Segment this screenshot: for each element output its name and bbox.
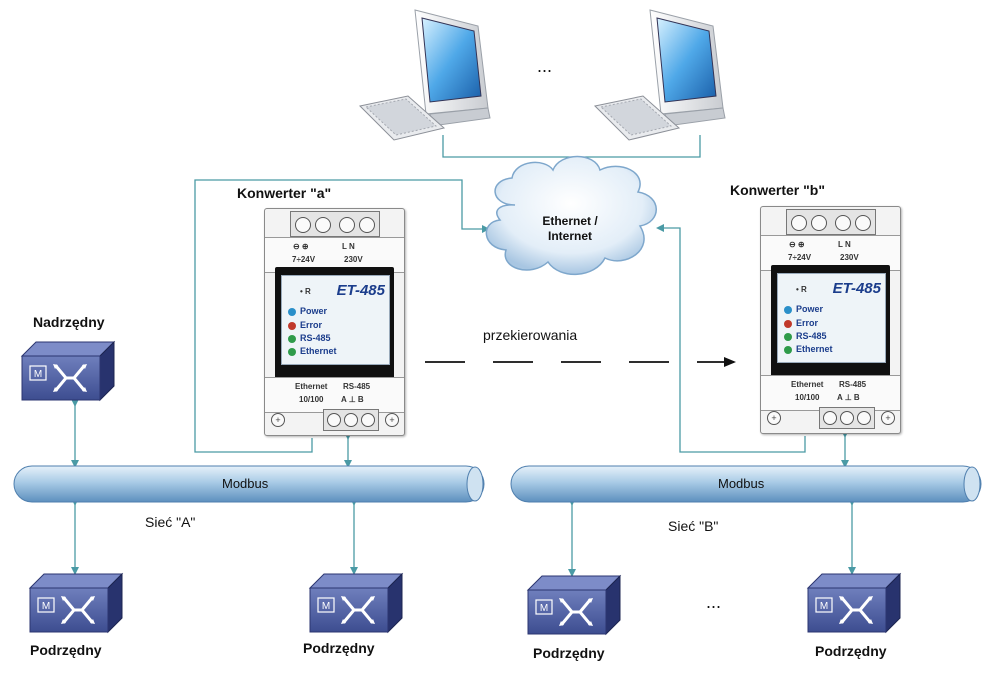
led-label: Ethernet [796,344,833,354]
screw-icon: + [271,413,285,427]
screw-icon: + [385,413,399,427]
slave-switch-icon: M [308,572,404,634]
top-terminal [786,209,876,235]
pc-link-left [442,135,572,158]
bottom-label-band: Ethernet 10/100 RS-485 A ⊥ B [265,377,404,413]
led-label: Error [796,318,819,328]
cloud-label: Ethernet / Internet [520,214,620,244]
converter-b-device: ⊖ ⊕ 7÷24V L N 230V • R ET-485 Power Erro… [760,206,901,434]
ln-label: L N [838,240,851,249]
slave-label: Podrzędny [30,642,102,658]
led-label: Power [300,306,328,316]
front-panel: • R ET-485 Power Error RS-485 Ethernet [771,265,890,377]
screw-icon: + [767,411,781,425]
conv-a-eth-link [194,179,490,453]
slave-label: Podrzędny [303,640,375,656]
pc-link-right [572,135,701,158]
rs-pins-label: A ⊥ B [341,395,364,404]
svg-text:M: M [322,601,330,612]
panel-screen: • R ET-485 Power Error RS-485 Ethernet [777,273,886,363]
screw-icon: + [881,411,895,425]
eth-label: Ethernet [791,380,824,389]
volt-label: 7÷24V [788,253,812,262]
top-terminal [290,211,380,237]
pol-label: ⊖ ⊕ [293,242,309,251]
converter-a-device: ⊖ ⊕ 7÷24V L N 230V • R ET-485 Power Erro… [264,208,405,436]
bottom-terminal [819,407,875,429]
rs-label: RS-485 [343,382,371,391]
eth-speed-label: 10/100 [299,395,324,404]
brand-label: ET-485 [336,282,385,299]
ac-volt-label: 230V [344,255,363,264]
bus-a-label: Modbus [222,476,269,491]
bus-b-pipe [510,465,982,503]
pol-label: ⊖ ⊕ [789,240,805,249]
slave-label: Podrzędny [815,643,887,659]
svg-text:M: M [820,601,828,612]
slave-switch-icon: M [806,572,902,634]
slave-label: Podrzędny [533,645,605,661]
redirect-label: przekierowania [483,327,578,343]
connector-lines [71,135,856,577]
led-label: RS-485 [300,333,331,343]
ac-volt-label: 230V [840,253,859,262]
computer-icon [358,9,491,141]
rs-pins-label: A ⊥ B [837,393,860,402]
master-switch-icon: M [20,340,116,402]
slave-switch-icon: M [28,572,124,634]
led-label: Power [796,304,824,314]
svg-text:M: M [42,601,50,612]
slaves-ellipsis: ... [706,592,722,612]
ethernet-led-icon [288,348,296,356]
converter-b-title: Konwerter "b" [730,182,825,198]
led-label: Ethernet [300,346,337,356]
bottom-terminal [323,409,379,431]
reset-label: • R [300,287,311,296]
rs485-led-icon [784,333,792,341]
cloud-line-2: Internet [547,229,592,243]
power-led-icon [784,306,792,314]
error-led-icon [784,320,792,328]
network-b-label: Sieć "B" [668,518,719,534]
cloud-icon [485,155,657,276]
volt-label: 7÷24V [292,255,316,264]
brand-label: ET-485 [832,280,881,297]
power-led-icon [288,308,296,316]
reset-label: • R [796,285,807,294]
computers-ellipsis: ... [537,56,553,76]
eth-label: Ethernet [295,382,328,391]
rs485-led-icon [288,335,296,343]
error-led-icon [288,322,296,330]
network-a-label: Sieć "A" [145,514,196,530]
front-panel: • R ET-485 Power Error RS-485 Ethernet [275,267,394,379]
bus-a-pipe [13,465,485,503]
bottom-label-band: Ethernet 10/100 RS-485 A ⊥ B [761,375,900,411]
led-label: RS-485 [796,331,827,341]
ethernet-led-icon [784,346,792,354]
computer-icon [593,9,726,141]
panel-screen: • R ET-485 Power Error RS-485 Ethernet [281,275,390,365]
ln-label: L N [342,242,355,251]
rs-label: RS-485 [839,380,867,389]
master-label: Nadrzędny [33,314,105,330]
eth-speed-label: 10/100 [795,393,820,402]
led-label: Error [300,320,323,330]
conv-b-eth-link [656,224,806,453]
svg-text:M: M [34,369,42,380]
cloud-line-1: Ethernet / [542,214,598,228]
slave-switch-icon: M [526,574,622,636]
svg-text:M: M [540,603,548,614]
bus-b-label: Modbus [718,476,765,491]
converter-a-title: Konwerter "a" [237,185,332,201]
